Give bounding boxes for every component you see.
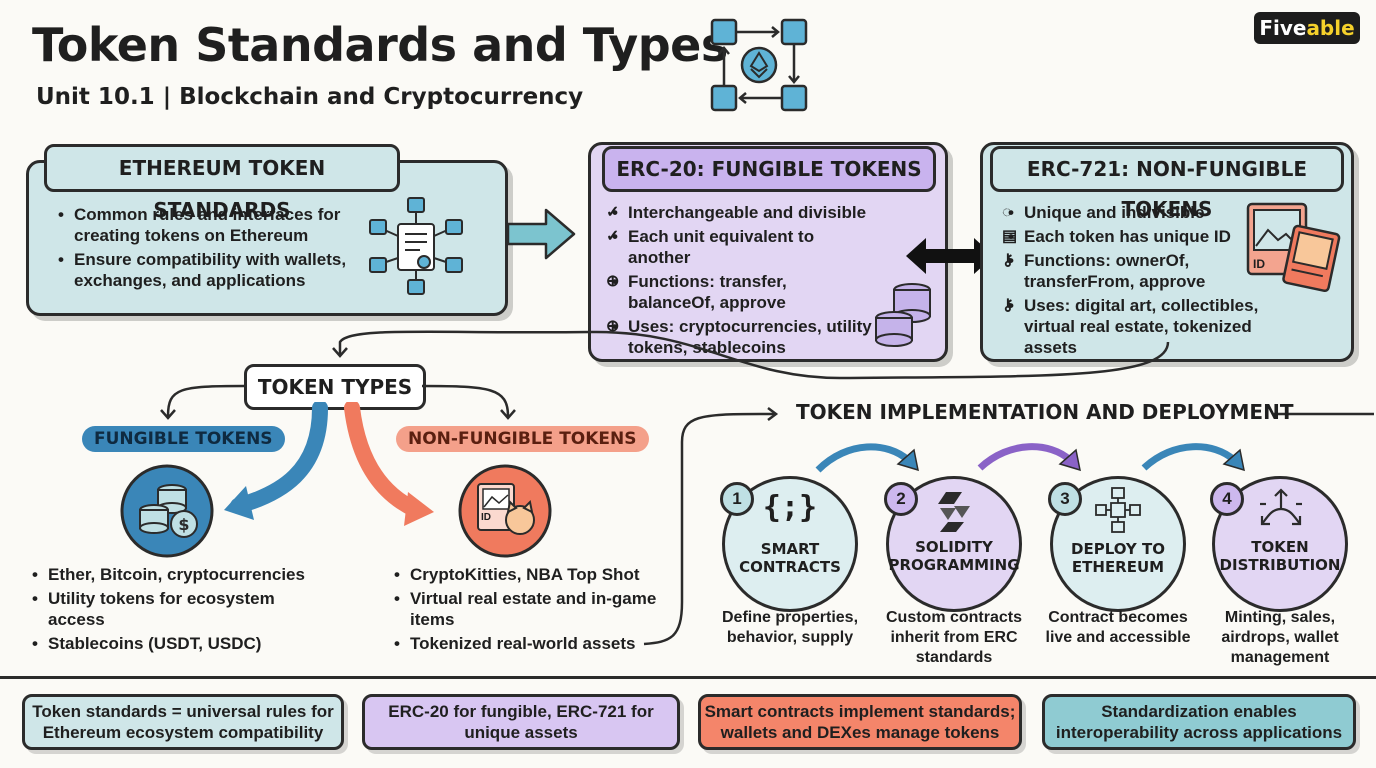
step-number: 4 <box>1210 482 1244 516</box>
step-smart-contracts <box>722 476 858 612</box>
erc20-list: ✓Interchangeable and divisible ✓Each uni… <box>606 202 878 361</box>
ethereum-standards-list: Common rules and interfaces for creating… <box>52 204 362 294</box>
list-item: Ensure compatibility with wallets, excha… <box>52 249 362 291</box>
section-divider <box>0 676 1376 679</box>
erc721-card-label: ID <box>1253 257 1265 271</box>
check-circle-icon: ✓ <box>606 228 620 245</box>
connector-line <box>332 330 1170 380</box>
step-description: Minting, sales, airdrops, wallet managem… <box>1221 609 1339 666</box>
summary-box-3: Smart contracts implement standards; wal… <box>698 694 1022 750</box>
coin-stack-icon <box>875 283 931 347</box>
erc721-list: ◌Unique and indivisible ▤Each token has … <box>1002 202 1292 361</box>
distribution-arrows-icon <box>1260 488 1302 526</box>
implementation-connector <box>643 407 1374 646</box>
list-item: ◌Unique and indivisible <box>1002 202 1292 223</box>
step-arrows <box>815 443 1245 473</box>
logo-suffix: able <box>1306 16 1355 40</box>
list-item: ⊕Functions: transfer, balanceOf, approve <box>606 271 878 313</box>
fungible-tokens-label: FUNGIBLE TOKENS <box>82 426 285 452</box>
erc20-heading: ERC-20: FUNGIBLE TOKENS <box>602 146 936 192</box>
page-subtitle: Unit 10.1 | Blockchain and Cryptocurrenc… <box>36 84 584 110</box>
step-label: SOLIDITY PROGRAMMING <box>888 538 1020 574</box>
nft-cat-circle-icon <box>458 464 552 558</box>
blockchain-cube-icon <box>1095 487 1141 533</box>
coin-stack-circle-icon: $ <box>120 464 214 558</box>
step-description: Custom contracts inherit from ERC standa… <box>885 609 1023 666</box>
key-icon: ⚷ <box>1002 252 1014 269</box>
list-item: Common rules and interfaces for creating… <box>52 204 362 246</box>
smart-contract-network-icon <box>369 197 463 295</box>
step-label: SMART CONTRACTS <box>739 540 841 576</box>
dashed-circle-icon: ◌ <box>1002 204 1012 221</box>
double-arrow-icon <box>906 238 994 274</box>
plus-circle-icon: ⊕ <box>606 318 620 335</box>
svg-text:$: $ <box>178 515 189 534</box>
logo-prefix: Five <box>1259 16 1307 40</box>
token-types-heading: TOKEN TYPES <box>244 364 426 410</box>
list-item: CryptoKitties, NBA Top Shot <box>388 564 678 585</box>
list-item: ⚷Functions: ownerOf, transferFrom, appro… <box>1002 250 1292 292</box>
step-description: Define properties, behavior, supply <box>721 609 859 646</box>
non-fungible-tokens-label: NON-FUNGIBLE TOKENS <box>396 426 649 452</box>
summary-box-2: ERC-20 for fungible, ERC-721 for unique … <box>362 694 680 750</box>
list-item: ⚷Uses: digital art, collectibles, virtua… <box>1002 295 1292 358</box>
list-item: Utility tokens for ecosystem access <box>26 588 326 630</box>
key-icon: ⚷ <box>1002 297 1014 314</box>
solidity-icon <box>938 492 970 532</box>
step-number: 3 <box>1048 482 1082 516</box>
list-item: Virtual real estate and in-game items <box>388 588 678 630</box>
list-item: Tokenized real-world assets <box>388 633 678 654</box>
step-description: Contract becomes live and accessible <box>1045 609 1191 646</box>
summary-box-1: Token standards = universal rules for Et… <box>22 694 344 750</box>
plus-circle-icon: ⊕ <box>606 273 620 290</box>
arrow-to-erc20-icon <box>506 208 576 260</box>
ethereum-standards-heading: ETHEREUM TOKEN STANDARDS <box>44 144 400 222</box>
non-fungible-list: CryptoKitties, NBA Top Shot Virtual real… <box>388 564 678 657</box>
step-label: DEPLOY TO ETHEREUM <box>1071 540 1165 576</box>
code-braces-icon: {;} <box>762 490 818 525</box>
summary-box-4: Standardization enables interoperability… <box>1042 694 1356 750</box>
check-circle-icon: ✓ <box>606 204 620 221</box>
erc721-heading: ERC-721: NON-FUNGIBLE TOKENS <box>990 146 1344 221</box>
step-number: 2 <box>884 482 918 516</box>
list-item: ▤Each token has unique ID <box>1002 226 1292 247</box>
list-item: Ether, Bitcoin, cryptocurrencies <box>26 564 326 585</box>
step-label: TOKEN DISTRIBUTION <box>1219 538 1341 574</box>
token-types-branches <box>160 384 516 420</box>
list-item: ✓Each unit equivalent to another <box>606 226 878 268</box>
document-icon: ▤ <box>1002 228 1018 245</box>
type-arrows <box>224 402 434 526</box>
implementation-heading: TOKEN IMPLEMENTATION AND DEPLOYMENT <box>796 400 1294 424</box>
list-item: ⊕Uses: cryptocurrencies, utility tokens,… <box>606 316 878 358</box>
nft-card-icon <box>1246 202 1341 293</box>
list-item: ✓Interchangeable and divisible <box>606 202 878 223</box>
page-title: Token Standards and Types <box>32 18 728 72</box>
ethereum-network-icon <box>710 18 808 112</box>
list-item: Stablecoins (USDT, USDC) <box>26 633 326 654</box>
nft-card-label: ID <box>481 512 491 523</box>
fungible-list: Ether, Bitcoin, cryptocurrencies Utility… <box>26 564 326 657</box>
step-number: 1 <box>720 482 754 516</box>
fiveable-logo[interactable]: Fiveable <box>1254 12 1360 44</box>
